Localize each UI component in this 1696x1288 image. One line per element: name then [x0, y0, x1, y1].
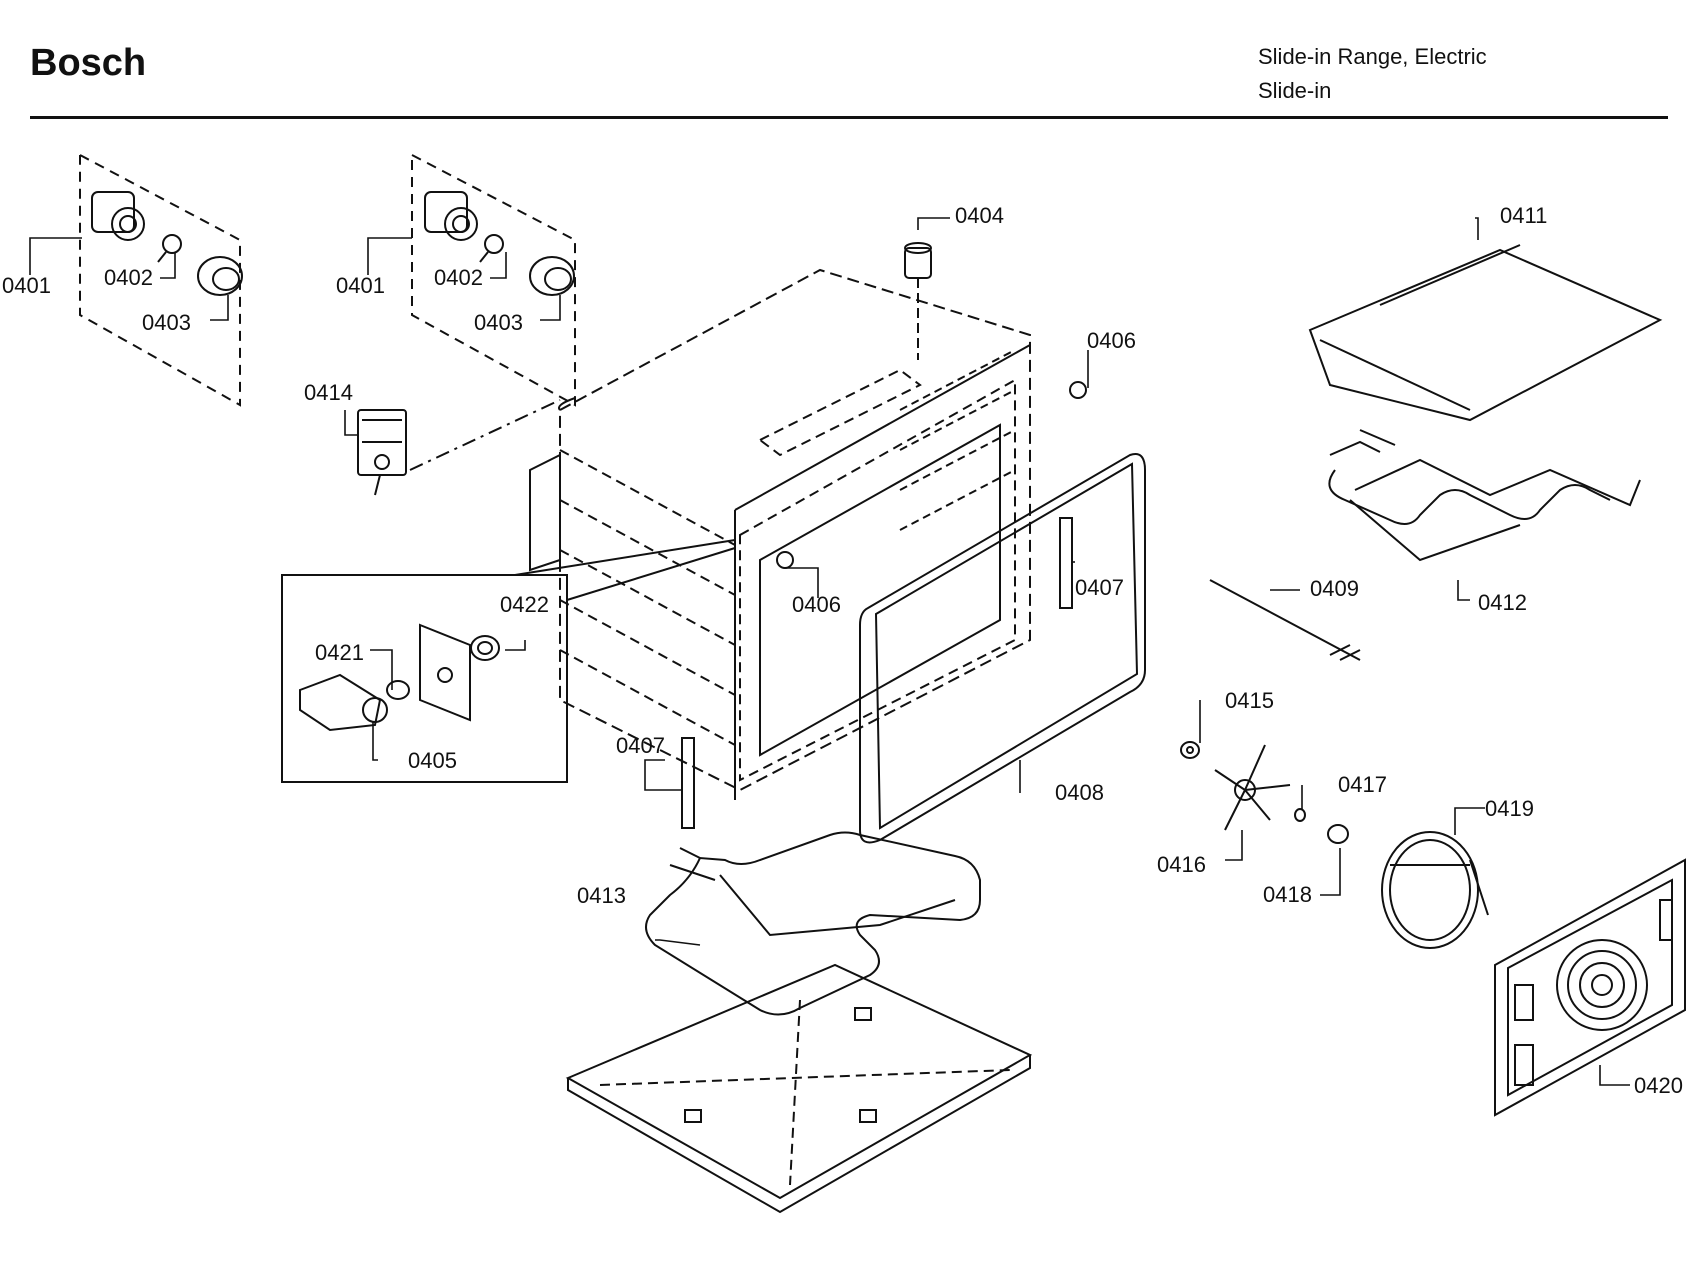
callout-0402: 0402	[104, 265, 153, 290]
callout-0418: 0418	[1263, 882, 1312, 907]
callout-labels: 0401 0402 0403 0401 0402 0403 0404 0406 …	[2, 203, 1683, 1098]
callout-0412: 0412	[1478, 590, 1527, 615]
callout-0403: 0403	[142, 310, 191, 335]
nut-part	[1069, 381, 1087, 399]
washer-part	[1294, 808, 1306, 822]
broil-element-part	[1328, 429, 1641, 562]
vent-tube-part	[904, 242, 932, 360]
bottom-panel-part	[565, 963, 1033, 1214]
callout-0422: 0422	[500, 592, 549, 617]
callout-0401: 0401	[2, 273, 51, 298]
model-subtitle: Slide-in	[1258, 78, 1332, 103]
convection-heater-ring-part	[1381, 831, 1489, 949]
callout-0402: 0402	[434, 265, 483, 290]
callout-0406: 0406	[792, 592, 841, 617]
lamp-group-left	[79, 154, 243, 407]
callout-0421: 0421	[315, 640, 364, 665]
callout-0416: 0416	[1157, 852, 1206, 877]
hinge-bracket-part	[681, 737, 695, 829]
callout-0419: 0419	[1485, 796, 1534, 821]
callout-0417: 0417	[1338, 772, 1387, 797]
lamp-group-right	[411, 154, 576, 407]
door-switch-part	[357, 399, 561, 496]
callout-0420: 0420	[1634, 1073, 1683, 1098]
callout-0411: 0411	[1500, 203, 1547, 228]
callout-0404: 0404	[955, 203, 1004, 228]
light-assembly-inset	[281, 539, 736, 783]
brand-logo-text: Bosch	[30, 42, 147, 84]
callout-0406: 0406	[1087, 328, 1136, 353]
callout-0407: 0407	[616, 733, 665, 758]
temperature-probe-part	[1209, 579, 1361, 661]
oven-cavity	[529, 268, 1031, 800]
callout-0403: 0403	[474, 310, 523, 335]
callout-0409: 0409	[1310, 576, 1359, 601]
callout-0408: 0408	[1055, 780, 1104, 805]
callout-0401: 0401	[336, 273, 385, 298]
callout-0415: 0415	[1225, 688, 1274, 713]
door-gasket-part	[859, 453, 1146, 844]
top-heat-shield-part	[1308, 244, 1663, 422]
lamp-bulb-part	[157, 234, 182, 263]
callout-0407: 0407	[1075, 575, 1124, 600]
hinge-bracket-part	[1059, 517, 1073, 609]
nut-part	[776, 551, 794, 569]
fan-nut-part	[1327, 824, 1349, 844]
lamp-socket-part	[91, 191, 145, 241]
callout-0405: 0405	[408, 748, 457, 773]
callout-0413: 0413	[577, 883, 626, 908]
bake-element-part	[645, 831, 981, 1016]
lamp-cover-part	[197, 256, 243, 296]
header-divider	[30, 116, 1668, 119]
callout-leaders	[29, 217, 1630, 1086]
callout-0414: 0414	[304, 380, 353, 405]
convection-fan-blade-part	[1180, 741, 1291, 831]
convection-fan-cover-part	[1494, 858, 1686, 1117]
model-title: Slide-in Range, Electric	[1258, 44, 1487, 69]
